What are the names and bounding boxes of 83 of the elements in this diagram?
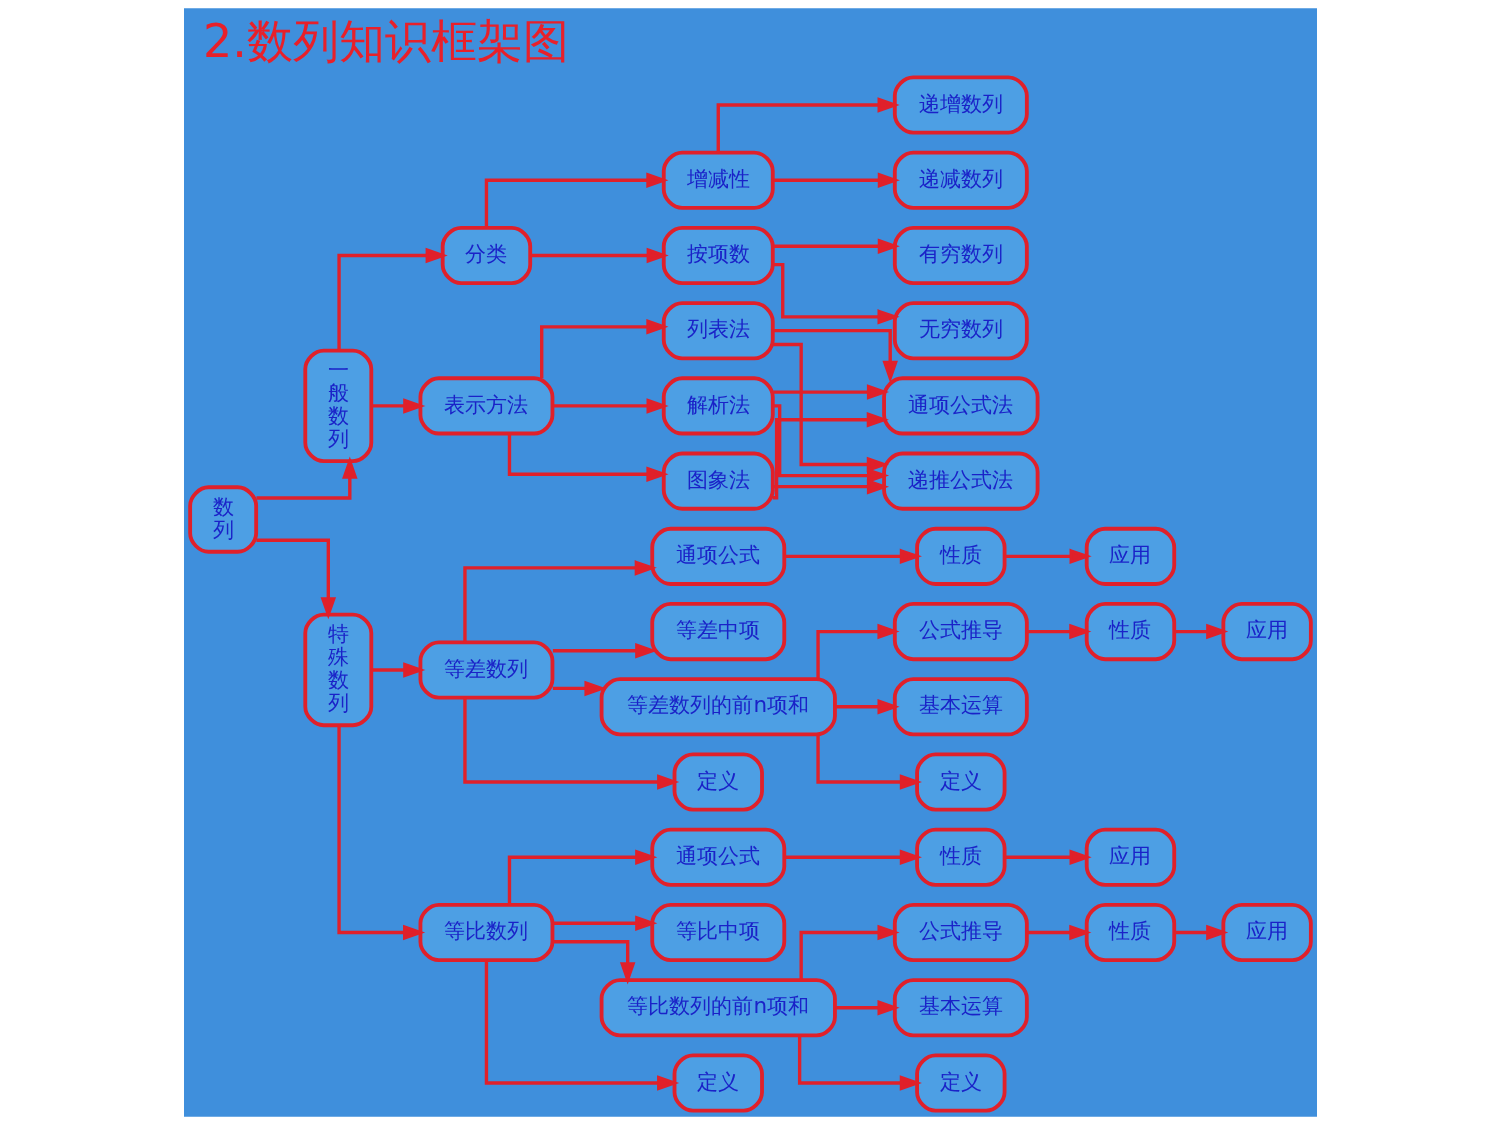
- arrow: [815, 623, 900, 679]
- arrow: [371, 662, 425, 678]
- node-box: 等比数列: [418, 902, 554, 963]
- arrow: [507, 433, 669, 482]
- node-box: 定义: [672, 1053, 764, 1113]
- arrow: [815, 734, 922, 790]
- node-box: 性质: [914, 827, 1006, 887]
- arrow: [336, 247, 448, 351]
- arrow: [371, 398, 425, 414]
- node-box: 有穷数列: [892, 225, 1029, 285]
- diagram-title: 2.数列知识框架图: [202, 14, 569, 69]
- node-box: 解析法: [661, 376, 775, 436]
- node-box: 等比中项: [649, 902, 786, 963]
- arrow: [552, 915, 657, 932]
- arrow: [772, 329, 898, 383]
- node-box: 基本运算: [892, 677, 1029, 737]
- node-box: 性质: [1084, 602, 1176, 662]
- arrow: [336, 725, 425, 941]
- arrow: [834, 999, 900, 1016]
- arrow: [772, 263, 900, 325]
- node-box: 应用: [1220, 902, 1313, 963]
- node-box: 通项公式: [649, 526, 786, 586]
- arrow: [552, 398, 669, 414]
- arrow: [1026, 924, 1091, 941]
- arrow: [484, 960, 679, 1091]
- arrow: [772, 384, 889, 400]
- node-box: 等差数列的前n项和: [599, 677, 837, 737]
- node-box: 等差中项: [649, 602, 786, 662]
- arrow: [834, 699, 900, 715]
- arrow: [462, 697, 679, 790]
- arrow: [716, 97, 900, 153]
- node-box: 公式推导: [892, 602, 1029, 662]
- node-box: 定义: [914, 1053, 1006, 1113]
- arrow: [798, 924, 900, 980]
- arrow: [462, 560, 657, 643]
- node-box: 列表法: [661, 301, 775, 361]
- node-box: 表示方法: [418, 376, 554, 436]
- arrow: [772, 342, 889, 473]
- arrow: [484, 172, 668, 228]
- node-box: 图象法: [661, 451, 775, 511]
- arrow: [784, 849, 922, 866]
- node-box: 递减数列: [892, 150, 1029, 210]
- arrow: [255, 538, 336, 620]
- arrow: [255, 456, 358, 500]
- node-box: 定义: [672, 752, 764, 812]
- node-box: 应用: [1084, 827, 1176, 887]
- node-box: 应用: [1220, 602, 1313, 662]
- arrow: [1173, 924, 1228, 941]
- arrow: [1004, 548, 1092, 565]
- node-box: 定义: [914, 752, 1006, 812]
- node-box: 应用: [1084, 526, 1176, 586]
- node-box: 性质: [1084, 902, 1176, 963]
- node-box: 公式推导: [892, 902, 1029, 963]
- node-box: 基本运算: [892, 978, 1029, 1038]
- arrow: [552, 643, 657, 659]
- arrow: [772, 478, 889, 495]
- node-box: 通项公式: [649, 827, 786, 887]
- node-box: 递推公式法: [881, 451, 1039, 511]
- arrow: [539, 319, 668, 379]
- node-box: 数列: [187, 485, 258, 554]
- node-box: 递增数列: [892, 75, 1029, 135]
- arrow: [507, 849, 657, 905]
- node-box: 等差数列: [418, 640, 554, 700]
- node-box: 按项数: [661, 225, 775, 285]
- arrow: [797, 1035, 922, 1091]
- node-box: 分类: [440, 225, 532, 285]
- node-box: 无穷数列: [892, 301, 1029, 361]
- arrow: [772, 411, 889, 500]
- arrow: [552, 940, 635, 985]
- node-box: 增减性: [661, 150, 775, 210]
- arrow: [1026, 623, 1091, 640]
- node-box: 通项公式法: [881, 376, 1039, 436]
- arrow: [784, 548, 922, 565]
- arrow: [1004, 849, 1092, 866]
- node-box: 等比数列的前n项和: [599, 978, 837, 1038]
- node-box: 一般数列: [302, 348, 373, 464]
- node-box: 特殊数列: [302, 612, 373, 728]
- arrow: [772, 404, 889, 484]
- arrow: [530, 247, 669, 264]
- arrow: [1173, 623, 1228, 640]
- arrow: [772, 172, 900, 188]
- node-box: 性质: [914, 526, 1006, 586]
- arrow: [772, 238, 900, 254]
